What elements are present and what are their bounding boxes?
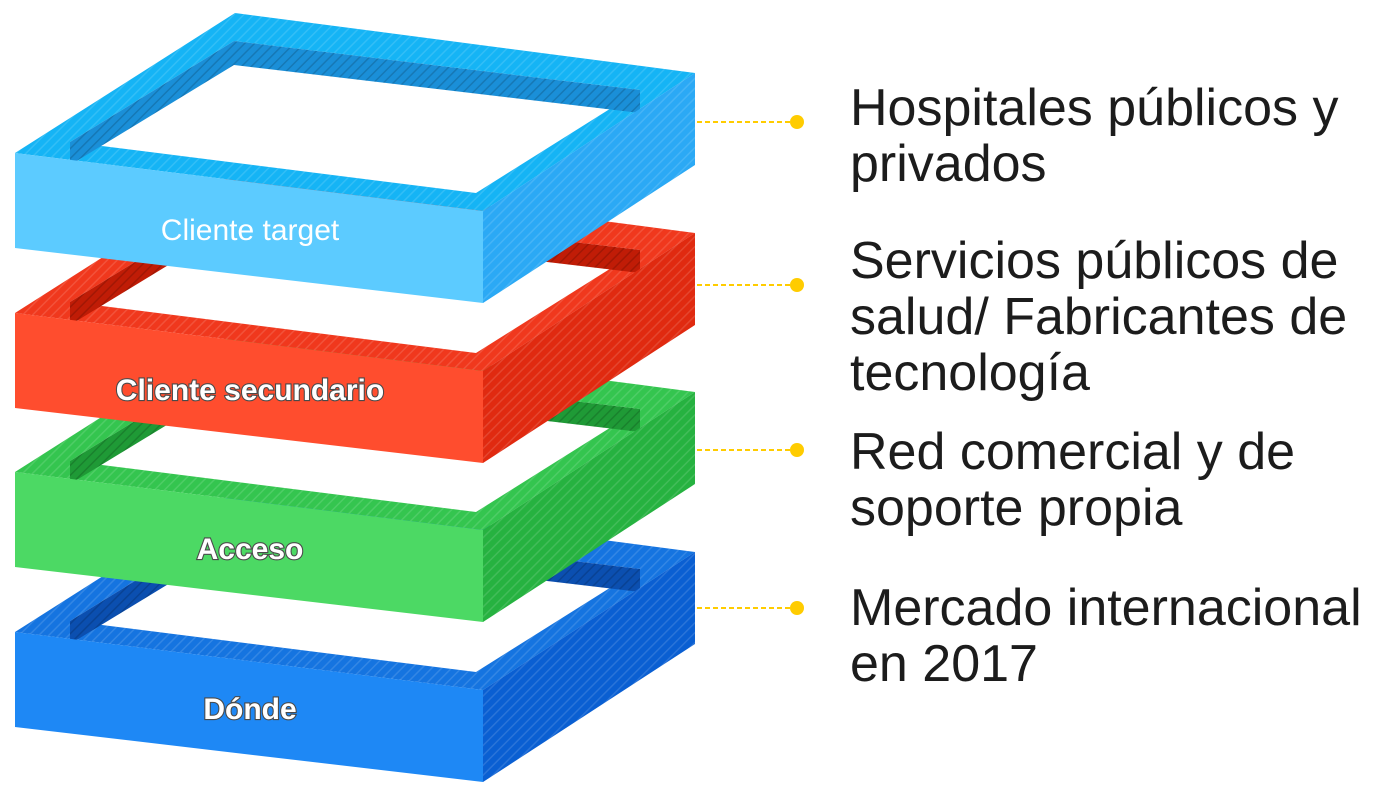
description-cliente-target: Hospitales públicos y privados bbox=[850, 80, 1375, 192]
connector-dot-cliente-target bbox=[790, 115, 804, 129]
layer-front-face bbox=[15, 632, 483, 782]
layer-side-texture bbox=[483, 233, 695, 463]
layer-side-texture bbox=[483, 73, 695, 303]
description-line: salud/ Fabricantes de bbox=[850, 288, 1348, 346]
layer-inner-texture bbox=[70, 41, 640, 165]
layer-top-texture bbox=[15, 13, 695, 211]
description-line: soporte propia bbox=[850, 479, 1183, 537]
description-line: Mercado internacional bbox=[850, 579, 1362, 637]
description-line: tecnología bbox=[850, 344, 1090, 402]
layer-label-acceso: Acceso bbox=[197, 533, 304, 566]
layer-label-donde: Dónde bbox=[203, 693, 296, 726]
layer-side-texture bbox=[483, 552, 695, 782]
description-line: Hospitales públicos y bbox=[850, 79, 1339, 137]
description-line: en 2017 bbox=[850, 635, 1038, 693]
layer-front-face bbox=[15, 313, 483, 463]
description-acceso: Red comercial y de soporte propia bbox=[850, 424, 1375, 536]
layer-label-cliente-secundario: Cliente secundario bbox=[116, 374, 384, 407]
layer-label-cliente-target: Cliente target bbox=[161, 214, 340, 247]
description-donde: Mercado internacional en 2017 bbox=[850, 580, 1375, 692]
connector-dot-donde bbox=[790, 601, 804, 615]
description-line: Red comercial y de bbox=[850, 423, 1296, 481]
connector-dot-acceso bbox=[790, 443, 804, 457]
layer-cliente-target: Cliente target bbox=[15, 13, 695, 303]
connectors-group bbox=[697, 115, 804, 615]
layer-side-texture bbox=[483, 392, 695, 622]
description-line: privados bbox=[850, 135, 1047, 193]
connector-dot-cliente-secundario bbox=[790, 278, 804, 292]
description-cliente-secundario: Servicios públicos de salud/ Fabricantes… bbox=[850, 233, 1375, 401]
layer-front-face bbox=[15, 153, 483, 303]
layers-group: Dónde Acceso Cliente secundario Cliente tar… bbox=[15, 13, 695, 782]
layer-front-face bbox=[15, 472, 483, 622]
description-line: Servicios públicos de bbox=[850, 232, 1339, 290]
